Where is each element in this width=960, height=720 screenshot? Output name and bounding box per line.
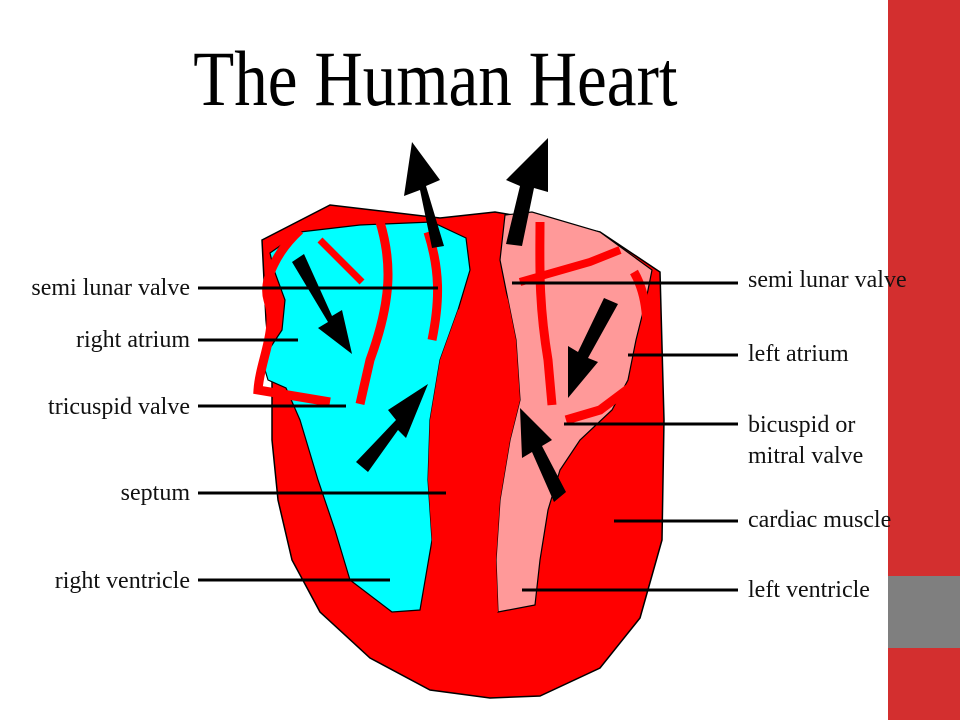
label-right-ventricle: right ventricle: [54, 568, 190, 594]
pulmonary-vein-wall: [518, 246, 622, 286]
left-valve-flap: [535, 221, 557, 406]
label-septum: septum: [120, 480, 190, 506]
label-left-atrium: left atrium: [748, 341, 849, 367]
blood-flow-arrows: [292, 138, 618, 502]
accent-bar-grey: [888, 576, 960, 648]
septum-wall: [428, 275, 520, 612]
accent-bar-red-bottom: [888, 648, 960, 720]
label-semi-lunar-valve-right: semi lunar valve: [31, 275, 190, 301]
label-semi-lunar-valve-left: semi lunar valve: [748, 267, 907, 293]
heart-diagram: [198, 138, 738, 699]
flow-arrow-right-atrium-in: [292, 254, 352, 354]
flow-arrow-right-ventricle-up: [356, 384, 428, 472]
aorta-wall-right: [481, 213, 504, 304]
label-cardiac-muscle: cardiac muscle: [748, 507, 892, 533]
vena-cava-wall: [317, 237, 365, 285]
label-left-ventricle: left ventricle: [748, 577, 870, 603]
flow-arrow-aorta-out: [506, 138, 548, 246]
flow-arrow-left-ventricle-down: [520, 408, 566, 502]
slide-title: The Human Heart: [193, 35, 678, 122]
accent-bar-red-top: [888, 0, 960, 576]
flow-arrow-left-atrium-down: [568, 298, 618, 398]
flow-arrow-pulmonary-out: [404, 142, 444, 248]
label-tricuspid-valve: tricuspid valve: [48, 394, 190, 420]
right-atrium-wall: [253, 226, 331, 407]
label-right-atrium: right atrium: [76, 327, 190, 353]
label-bicuspid-valve: bicuspid or mitral valve: [748, 412, 864, 470]
